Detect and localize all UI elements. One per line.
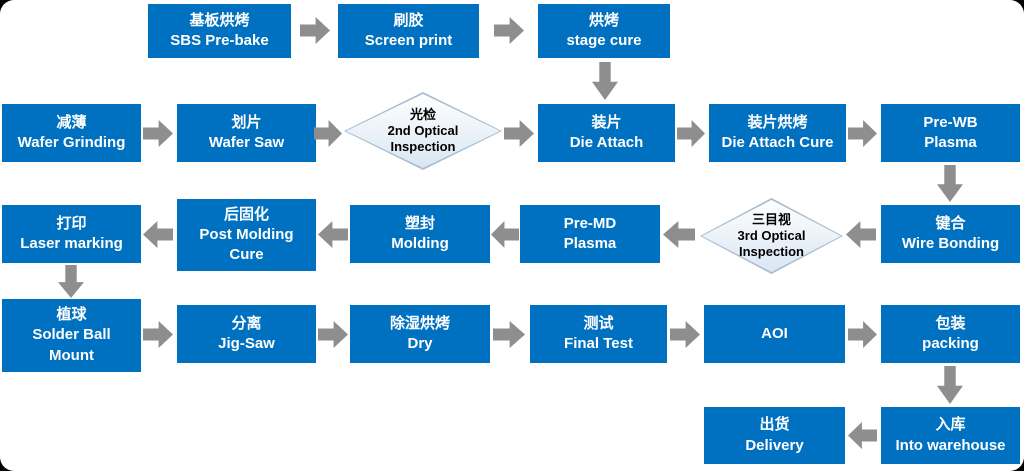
node-aoi: AOI (704, 305, 845, 363)
arrow-aoi-to-packing (848, 321, 877, 348)
node-stage-cure: 烘烤 stage cure (538, 4, 670, 58)
node-die-attach: 装片 Die Attach (538, 104, 675, 162)
decision-3rd-optical-inspection: 三目视 3rd Optical Inspection (700, 198, 843, 274)
arrow-screenprint-to-stagecure (494, 17, 524, 44)
arrow-molding-to-postcure (318, 221, 348, 248)
arrow-jigsaw-to-dry (318, 321, 348, 348)
arrow-wirebonding-to-3rd-inspection (846, 221, 876, 248)
node-molding: 塑封 Molding (350, 205, 490, 263)
arrow-dieattach-to-cure (677, 120, 705, 147)
node-die-attach-cure: 装片烘烤 Die Attach Cure (709, 104, 846, 162)
node-pre-md-plasma: Pre-MD Plasma (520, 205, 660, 263)
arrow-warehouse-to-delivery (848, 422, 877, 449)
arrow-solderball-to-jigsaw (143, 321, 173, 348)
node-dry: 除湿烘烤 Dry (350, 305, 490, 363)
arrow-lasermarking-to-solderball (58, 265, 84, 298)
arrow-2nd-inspection-to-dieattach (504, 120, 534, 147)
node-sbs-prebake: 基板烘烤 SBS Pre-bake (148, 4, 291, 58)
arrow-postcure-to-lasermarking (143, 221, 173, 248)
arrow-prewb-to-wirebonding (937, 165, 963, 202)
decision-2nd-optical-inspection: 光检 2nd Optical Inspection (344, 92, 502, 170)
node-laser-marking: 打印 Laser marking (2, 205, 141, 263)
node-wafer-saw: 划片 Wafer Saw (177, 104, 316, 162)
node-wire-bonding: 键合 Wire Bonding (881, 205, 1020, 263)
arrow-saw-to-2nd-inspection (314, 120, 342, 147)
arrow-packing-to-warehouse (937, 366, 963, 404)
arrow-finaltest-to-aoi (670, 321, 700, 348)
node-pre-wb-plasma: Pre-WB Plasma (881, 104, 1020, 162)
node-packing: 包装 packing (881, 305, 1020, 363)
node-into-warehouse: 入库 Into warehouse (881, 407, 1020, 464)
node-solder-ball-mount: 植球 Solder Ball Mount (2, 299, 141, 372)
node-final-test: 测试 Final Test (530, 305, 667, 363)
arrow-dry-to-finaltest (493, 321, 525, 348)
arrow-stagecure-to-dieattach (592, 62, 618, 100)
node-delivery: 出货 Delivery (704, 407, 845, 464)
node-post-molding-cure: 后固化 Post Molding Cure (177, 199, 316, 271)
arrow-grinding-to-saw (143, 120, 173, 147)
arrow-prebake-to-screenprint (300, 17, 330, 44)
decision-label: 光检 2nd Optical Inspection (387, 106, 459, 155)
decision-label: 三目视 3rd Optical Inspection (737, 211, 806, 260)
arrow-3rd-inspection-to-premd (663, 221, 695, 248)
node-wafer-grinding: 减薄 Wafer Grinding (2, 104, 141, 162)
arrow-cure-to-prewb (848, 120, 877, 147)
node-screen-print: 刷胶 Screen print (338, 4, 479, 58)
arrow-premd-to-molding (491, 221, 519, 248)
node-jig-saw: 分离 Jig-Saw (177, 305, 316, 363)
